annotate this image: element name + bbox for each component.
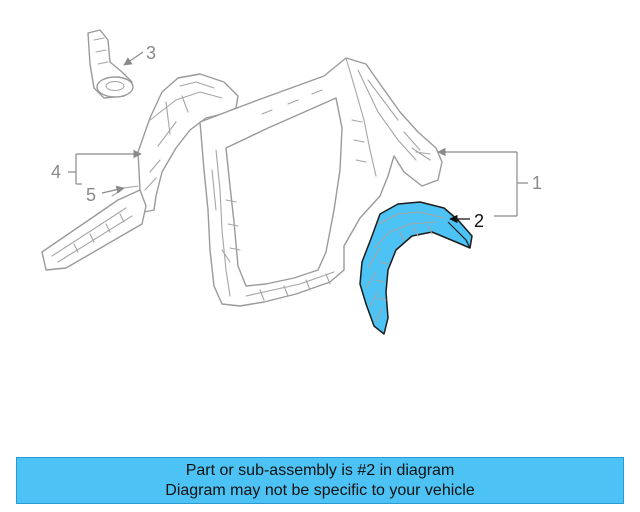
- callout-5[interactable]: 5: [86, 185, 125, 205]
- svg-text:1: 1: [532, 173, 542, 193]
- callout-3[interactable]: 3: [123, 43, 156, 66]
- svg-text:4: 4: [51, 162, 61, 182]
- part-2-wheelhouse-highlight: [359, 201, 473, 335]
- callout-2[interactable]: 2: [449, 211, 484, 231]
- diagram-notice-banner: Part or sub-assembly is #2 in diagram Di…: [16, 457, 624, 504]
- part-3-bracket: [87, 29, 134, 99]
- parts-diagram: 3 4 5 1 2: [41, 29, 542, 335]
- part-1-quarter-panel-inner: [199, 57, 443, 307]
- banner-line-part-number: Part or sub-assembly is #2 in diagram: [185, 462, 455, 479]
- svg-text:2: 2: [474, 211, 484, 231]
- svg-text:5: 5: [86, 185, 96, 205]
- callout-1[interactable]: 1: [437, 147, 542, 217]
- banner-line-disclaimer: Diagram may not be specific to your vehi…: [165, 482, 475, 499]
- svg-text:3: 3: [146, 43, 156, 63]
- callout-4[interactable]: 4: [51, 149, 142, 185]
- part-2-wheelhouse-body: [359, 201, 473, 335]
